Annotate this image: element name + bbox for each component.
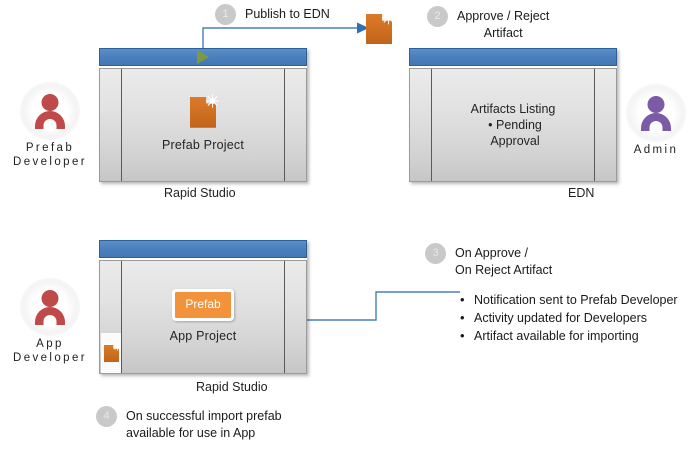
- left-panel: [100, 69, 122, 181]
- right-panel: [284, 69, 306, 181]
- window-title-bar[interactable]: [409, 48, 617, 66]
- person-head-shape: [647, 96, 665, 113]
- imported-artifact-slot[interactable]: [101, 333, 122, 373]
- list-item: Notification sent to Prefab Developer: [458, 291, 678, 309]
- edn-window-caption: EDN: [568, 186, 595, 200]
- window-body: Prefab Project: [99, 68, 307, 182]
- actor-admin: Admin: [608, 84, 700, 157]
- actor-app-developer: App Developer: [2, 278, 98, 366]
- prefab-project-label: Prefab Project: [161, 137, 244, 152]
- app-project-window-caption: Rapid Studio: [196, 380, 268, 394]
- app-project-label: App Project: [169, 329, 237, 344]
- actor-prefab-developer-label: Prefab Developer: [12, 142, 88, 169]
- person-body-notch: [43, 119, 57, 131]
- artifact-starburst-icon: [113, 343, 122, 352]
- center-panel: Prefab Project: [122, 69, 284, 181]
- left-panel: [100, 261, 122, 373]
- step-3: 3 On Approve / On Reject Artifact: [425, 243, 552, 278]
- step-4-label: On successful import prefab available fo…: [126, 409, 282, 440]
- step-2-badge: 2: [427, 6, 448, 27]
- actor-prefab-developer: Prefab Developer: [2, 82, 98, 170]
- artifacts-listing-block: Artifacts Listing • Pending Approval: [471, 101, 556, 150]
- prefab-project-artifact-icon: [190, 93, 220, 128]
- person-body-notch: [43, 315, 57, 327]
- step-2: 2 Approve / Reject Artifact: [427, 6, 549, 41]
- connector-approve-to-app-project: [291, 291, 460, 326]
- artifacts-listing-title: Artifacts Listing: [470, 101, 556, 116]
- step-1: 1 Publish to EDN: [215, 4, 330, 25]
- prefab-chip[interactable]: Prefab: [172, 289, 234, 322]
- center-panel: Prefab App Project: [122, 261, 284, 373]
- window-body: Prefab App Project: [99, 260, 307, 374]
- step-1-badge: 1: [215, 4, 236, 25]
- person-body-notch: [649, 121, 663, 133]
- published-artifact-icon: [366, 11, 396, 44]
- step-3-badge: 3: [425, 243, 446, 264]
- edn-window[interactable]: Artifacts Listing • Pending Approval: [409, 48, 617, 182]
- person-head-shape: [41, 290, 59, 307]
- right-panel: [594, 69, 616, 181]
- list-item: Activity updated for Developers: [458, 309, 678, 327]
- imported-artifact-icon[interactable]: [104, 343, 122, 362]
- prefab-project-window-caption: Rapid Studio: [164, 186, 236, 200]
- window-title-bar[interactable]: [99, 48, 307, 66]
- app-project-window[interactable]: Prefab App Project: [99, 240, 307, 374]
- person-head-shape: [41, 94, 59, 111]
- prefab-project-window[interactable]: Prefab Project: [99, 48, 307, 182]
- actor-app-developer-label: App Developer: [12, 338, 88, 365]
- outcome-list: Notification sent to Prefab Developer Ac…: [458, 291, 678, 346]
- list-item: Artifact available for importing: [458, 327, 678, 345]
- prefab-developer-avatar-icon: [20, 82, 80, 140]
- app-developer-avatar-icon: [20, 278, 80, 336]
- window-title-bar[interactable]: [99, 240, 307, 258]
- step-1-label: Publish to EDN: [245, 7, 330, 21]
- artifacts-listing-bullet: • Pending Approval: [488, 117, 542, 149]
- step-2-label: Approve / Reject Artifact: [457, 9, 550, 40]
- step-3-label: On Approve / On Reject Artifact: [455, 246, 553, 277]
- artifact-starburst-icon: [205, 93, 220, 108]
- right-panel: [284, 261, 306, 373]
- bullet-dot-icon: •: [488, 117, 493, 132]
- step-4-badge: 4: [96, 406, 117, 427]
- run-play-icon[interactable]: [197, 50, 209, 64]
- left-panel: [410, 69, 432, 181]
- window-body: Artifacts Listing • Pending Approval: [409, 68, 617, 182]
- actor-admin-label: Admin: [633, 144, 679, 156]
- artifact-starburst-icon: [381, 11, 396, 25]
- step-4: 4 On successful import prefab available …: [96, 406, 282, 441]
- center-panel: Artifacts Listing • Pending Approval: [432, 69, 594, 181]
- admin-avatar-icon: [626, 84, 686, 142]
